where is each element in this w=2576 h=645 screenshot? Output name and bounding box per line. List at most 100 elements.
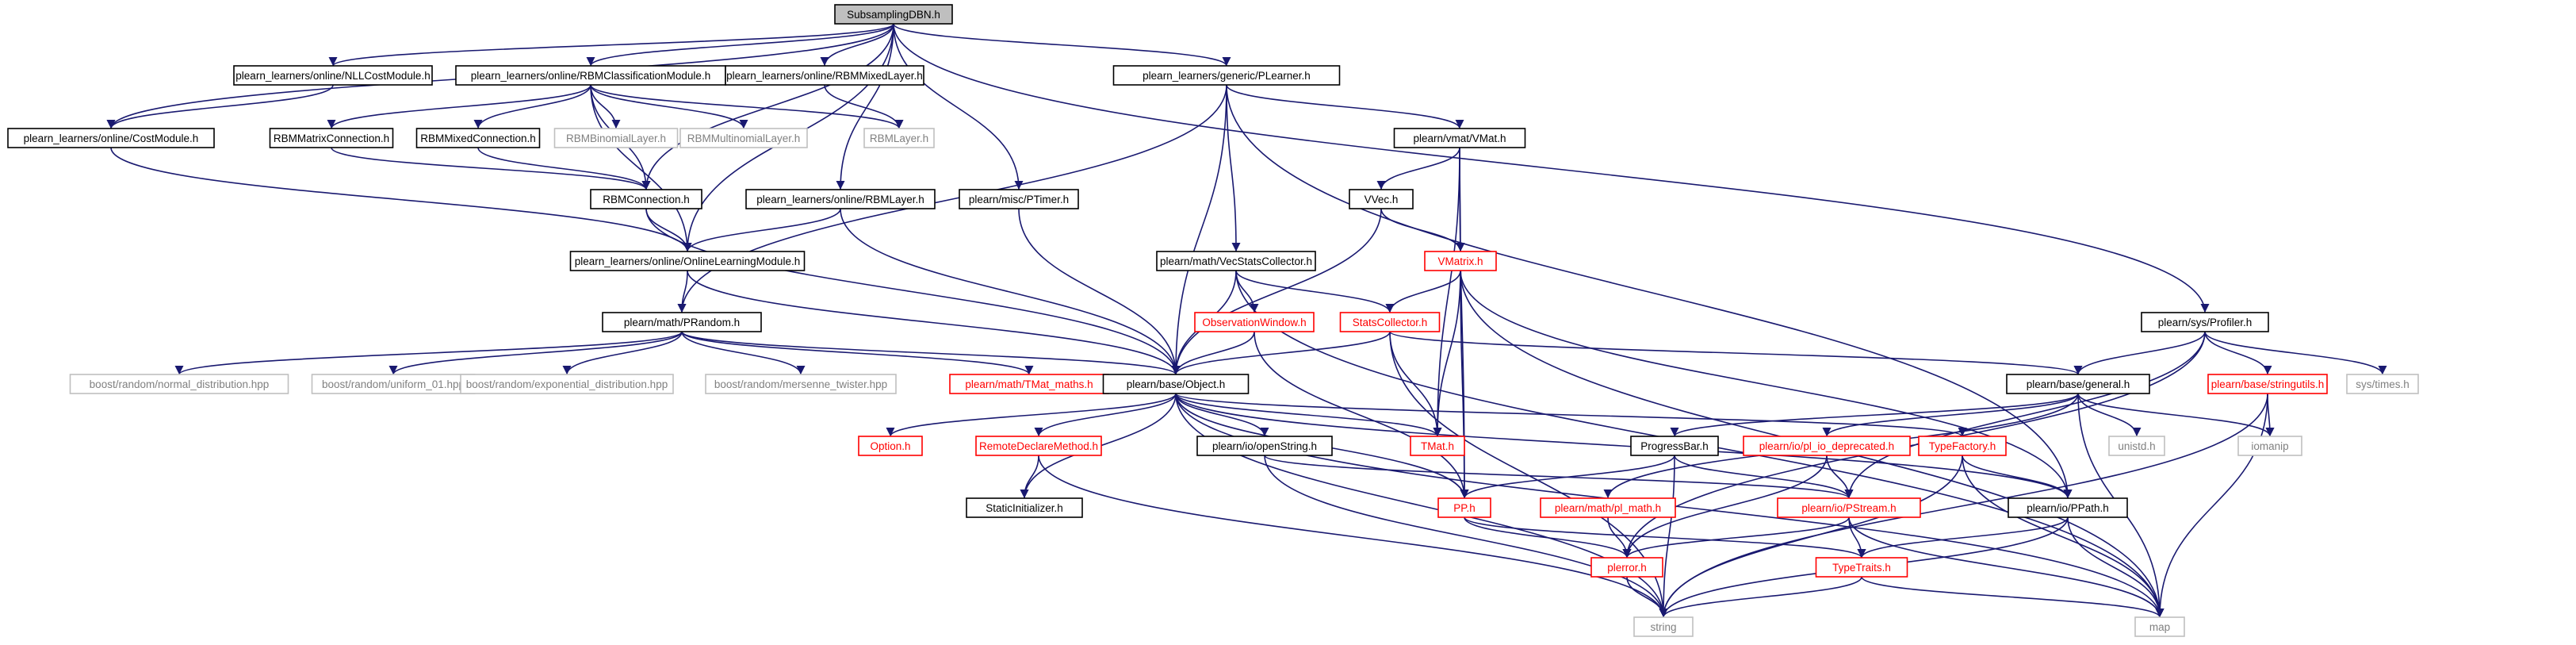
node-rbmlayer_online[interactable]: plearn_learners/online/RBMLayer.h	[745, 189, 936, 209]
edge-rbmclass-to-rbmlayer_h	[590, 84, 904, 129]
node-object[interactable]: plearn/base/Object.h	[1102, 374, 1250, 394]
node-rbmmatrixconn[interactable]: RBMMatrixConnection.h	[269, 128, 394, 148]
node-pstream-box	[1777, 497, 1921, 518]
node-stringutils[interactable]: plearn/base/stringutils.h	[2207, 374, 2328, 394]
edge-obswindow-to-object	[1171, 331, 1255, 375]
edge-stringutils-to-map	[2155, 393, 2268, 618]
node-ptimer[interactable]: plearn/misc/PTimer.h	[959, 189, 1079, 209]
node-vecstats[interactable]: plearn/math/VecStatsCollector.h	[1156, 251, 1316, 271]
edge-rbmconnection-to-olm	[645, 208, 692, 252]
node-typefactory[interactable]: TypeFactory.h	[1918, 436, 2007, 456]
node-rbmclass[interactable]: plearn_learners/online/RBMClassification…	[455, 65, 726, 86]
node-perror[interactable]: plerror.h	[1590, 557, 1663, 578]
edge-remotedecl-to-staticinit	[1020, 455, 1039, 499]
edge-typetraits-to-string	[1659, 576, 1862, 618]
node-plearner-label: plearn_learners/generic/PLearner.h	[1143, 70, 1311, 82]
node-rbmmixedconn[interactable]: RBMMixedConnection.h	[415, 128, 541, 148]
node-vvec-label: VVec.h	[1365, 194, 1399, 205]
node-ppath[interactable]: plearn/io/PPath.h	[2008, 497, 2128, 518]
edge-vmat-to-vvec	[1376, 147, 1460, 190]
edge-object-to-openstring	[1175, 393, 1269, 437]
node-vmat[interactable]: plearn/vmat/VMat.h	[1393, 128, 1526, 148]
edge-prandom-to-tmatmaths	[681, 331, 1034, 375]
edge-pstream-to-perror	[1622, 516, 1850, 559]
node-statscollector-box	[1339, 312, 1441, 332]
edge-object-to-tmat	[1175, 393, 1442, 437]
node-plearner-box	[1112, 65, 1341, 86]
node-object-box	[1102, 374, 1250, 394]
node-rbmbinomial-box	[553, 128, 679, 148]
node-option[interactable]: Option.h	[858, 436, 923, 456]
node-stringutils-label: plearn/base/stringutils.h	[2211, 378, 2325, 390]
node-vmatrix-label: VMatrix.h	[1437, 255, 1483, 267]
edge-progressbar-to-pstream	[1674, 455, 1854, 499]
node-progressbar[interactable]: ProgressBar.h	[1630, 436, 1719, 456]
edge-pliodep-to-perror	[1622, 455, 1828, 559]
edge-object-to-typefactory	[1175, 393, 1967, 437]
node-plmath-label: plearn/math/pl_math.h	[1555, 502, 1661, 514]
node-tmatmaths[interactable]: plearn/math/TMat_maths.h	[949, 374, 1109, 394]
node-option-label: Option.h	[870, 440, 910, 452]
node-plmath[interactable]: plearn/math/pl_math.h	[1540, 497, 1676, 518]
node-rbmmixedlayer-box	[725, 65, 924, 86]
node-prandom-box	[602, 312, 762, 332]
edge-vmatrix-to-statscollector	[1385, 270, 1461, 313]
node-ppath-label: plearn/io/PPath.h	[2027, 502, 2109, 514]
node-obswindow[interactable]: ObservationWindow.h	[1194, 312, 1315, 332]
node-openstring-box	[1196, 436, 1333, 456]
node-root[interactable]: SubsamplingDBN.h	[834, 4, 953, 25]
edge-vmatrix-to-ppath	[1460, 270, 2073, 499]
node-tmat[interactable]: TMat.h	[1410, 436, 1465, 456]
node-pp[interactable]: PP.h	[1437, 497, 1491, 518]
node-rbmmultinomial-label: RBMMultinomialLayer.h	[687, 132, 801, 144]
node-rbmmixedlayer-label: plearn_learners/online/RBMMixedLayer.h	[726, 70, 923, 82]
node-iomanip: iomanip	[2237, 436, 2302, 456]
node-profiler-box	[2141, 312, 2269, 332]
node-general-box	[2006, 374, 2150, 394]
node-unistd-label: unistd.h	[2118, 440, 2155, 452]
node-remotedecl[interactable]: RemoteDeclareMethod.h	[975, 436, 1102, 456]
node-olm[interactable]: plearn_learners/online/OnlineLearningMod…	[569, 251, 806, 271]
node-statscollector[interactable]: StatsCollector.h	[1339, 312, 1441, 332]
node-openstring[interactable]: plearn/io/openString.h	[1196, 436, 1333, 456]
node-rbmmixedlayer[interactable]: plearn_learners/online/RBMMixedLayer.h	[725, 65, 924, 86]
edge-vecstats-to-obswindow	[1235, 270, 1259, 313]
node-vmatrix[interactable]: VMatrix.h	[1424, 251, 1497, 271]
edge-pp-to-typetraits	[1464, 516, 1866, 559]
node-pliodep[interactable]: plearn/io/pl_io_deprecated.h	[1743, 436, 1911, 456]
node-costmodule[interactable]: plearn_learners/online/CostModule.h	[7, 128, 215, 148]
edge-prandom-to-object	[681, 331, 1181, 375]
node-general[interactable]: plearn/base/general.h	[2006, 374, 2150, 394]
node-uniform01: boost/random/uniform_01.hpp	[311, 374, 476, 394]
node-profiler-label: plearn/sys/Profiler.h	[2158, 317, 2253, 328]
edge-costmodule-to-olm	[110, 147, 692, 252]
node-rbmconnection[interactable]: RBMConnection.h	[590, 189, 702, 209]
edge-prandom-to-uniform01	[389, 331, 683, 375]
node-normal-label: boost/random/normal_distribution.hpp	[90, 378, 270, 390]
node-staticinit[interactable]: StaticInitializer.h	[966, 497, 1083, 518]
edge-progressbar-to-string	[1659, 455, 1675, 618]
node-normal: boost/random/normal_distribution.hpp	[69, 374, 289, 394]
node-pstream-label: plearn/io/PStream.h	[1801, 502, 1896, 514]
node-nllcost[interactable]: plearn_learners/online/NLLCostModule.h	[233, 65, 433, 86]
node-vvec[interactable]: VVec.h	[1349, 189, 1414, 209]
node-vecstats-box	[1156, 251, 1316, 271]
edge-vecstats-to-statscollector	[1235, 270, 1395, 313]
node-typetraits[interactable]: TypeTraits.h	[1815, 557, 1908, 578]
edge-pliodep-to-pstream	[1826, 455, 1854, 499]
edge-plearner-to-object	[1171, 84, 1227, 375]
node-pp-box	[1437, 497, 1491, 518]
edge-typefactory-to-ppath	[1962, 455, 2073, 499]
node-rbmconnection-label: RBMConnection.h	[603, 194, 690, 205]
node-prandom[interactable]: plearn/math/PRandom.h	[602, 312, 762, 332]
node-pstream[interactable]: plearn/io/PStream.h	[1777, 497, 1921, 518]
edge-openstring-to-pstream	[1264, 455, 1854, 499]
node-plearner[interactable]: plearn_learners/generic/PLearner.h	[1112, 65, 1341, 86]
node-rbmmultinomial: RBMMultinomialLayer.h	[679, 128, 808, 148]
edge-vmatrix-to-tmat	[1433, 270, 1461, 437]
node-profiler[interactable]: plearn/sys/Profiler.h	[2141, 312, 2269, 332]
edge-root-to-rbmconnection	[641, 23, 894, 190]
node-plmath-box	[1540, 497, 1676, 518]
edge-general-to-unistd	[2077, 393, 2142, 437]
